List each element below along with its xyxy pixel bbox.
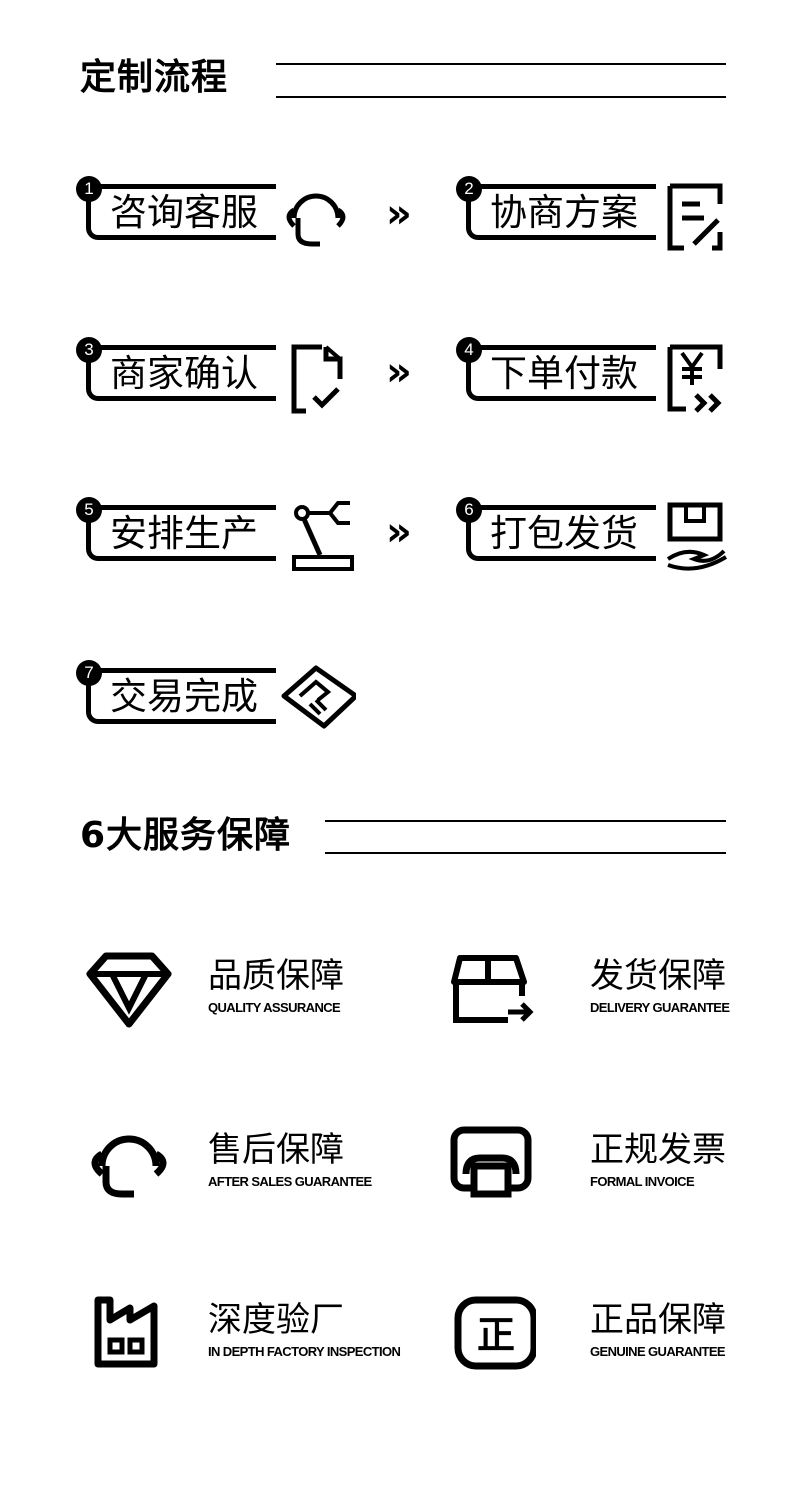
step-label: 下单付款	[490, 352, 638, 395]
document-edit-icon	[667, 183, 723, 251]
step-label: 咨询客服	[110, 191, 258, 234]
service-title: 正规发票	[590, 1130, 726, 1170]
service-quality: 品质保障 QUALITY ASSURANCE	[86, 952, 446, 1032]
box-arrow-icon	[451, 955, 534, 1023]
step-number-badge: 5	[76, 497, 102, 523]
service-factory-inspection: 深度验厂 IN DEPTH FACTORY INSPECTION	[86, 1296, 446, 1376]
service-after-sales: 售后保障 AFTER SALES GUARANTEE	[86, 1126, 446, 1206]
process-step-4: 4 下单付款	[456, 337, 746, 435]
title-rule-bottom	[325, 852, 726, 854]
process-section-title: 定制流程	[80, 57, 229, 98]
headset-icon	[91, 1135, 167, 1198]
service-title: 发货保障	[590, 956, 726, 996]
next-arrow: »	[386, 509, 412, 555]
step-label: 打包发货	[490, 512, 638, 555]
diamond-icon	[86, 952, 172, 1028]
factory-icon	[94, 1296, 158, 1368]
next-arrow: »	[386, 349, 412, 395]
service-subtitle: QUALITY ASSURANCE	[208, 1000, 341, 1015]
step-number-badge: 3	[76, 337, 102, 363]
service-invoice: 正规发票 FORMAL INVOICE	[450, 1126, 790, 1206]
step-number-badge: 7	[76, 660, 102, 686]
service-title: 深度验厂	[208, 1300, 344, 1340]
next-arrow: »	[386, 191, 412, 237]
service-subtitle: IN DEPTH FACTORY INSPECTION	[208, 1344, 401, 1359]
process-step-7: 7 交易完成	[76, 660, 366, 758]
step-number-badge: 6	[456, 497, 482, 523]
step-frame	[86, 184, 276, 240]
process-step-5: 5 安排生产	[76, 497, 366, 595]
service-genuine: 正 正品保障 GENUINE GUARANTEE	[450, 1296, 790, 1376]
service-subtitle: AFTER SALES GUARANTEE	[208, 1174, 372, 1189]
title-rule-top	[276, 63, 726, 65]
genuine-seal-icon: 正	[454, 1296, 536, 1370]
service-title: 售后保障	[208, 1130, 344, 1170]
service-delivery: 发货保障 DELIVERY GUARANTEE	[450, 952, 790, 1032]
printer-icon	[450, 1126, 532, 1198]
step-frame	[86, 345, 276, 401]
process-step-2: 2 协商方案	[456, 176, 746, 274]
step-frame	[466, 184, 656, 240]
headset-icon	[286, 193, 346, 247]
genuine-seal-char: 正	[477, 1313, 515, 1357]
process-step-1: 1 咨询客服	[76, 176, 366, 274]
service-title: 正品保障	[590, 1300, 726, 1340]
payment-yen-icon	[667, 344, 723, 413]
step-frame	[86, 505, 276, 561]
step-frame	[466, 505, 656, 561]
service-subtitle: DELIVERY GUARANTEE	[590, 1000, 730, 1015]
handshake-icon	[281, 665, 356, 729]
step-label: 交易完成	[110, 675, 258, 718]
title-rule-bottom	[276, 96, 726, 98]
process-step-3: 3 商家确认	[76, 337, 366, 435]
package-hand-icon	[666, 502, 728, 571]
title-rule-top	[325, 820, 726, 822]
step-label: 商家确认	[110, 352, 258, 395]
step-label: 安排生产	[110, 512, 258, 555]
service-title: 品质保障	[208, 956, 344, 996]
service-subtitle: FORMAL INVOICE	[590, 1174, 695, 1189]
document-check-icon	[291, 344, 343, 414]
step-number-badge: 4	[456, 337, 482, 363]
step-frame	[86, 668, 276, 724]
robot-arm-icon	[292, 501, 354, 571]
step-number-badge: 2	[456, 176, 482, 202]
step-frame	[466, 345, 656, 401]
services-section-title: 6大服务保障	[80, 815, 292, 856]
service-subtitle: GENUINE GUARANTEE	[590, 1344, 726, 1359]
process-step-6: 6 打包发货	[456, 497, 746, 595]
step-label: 协商方案	[490, 191, 638, 234]
step-number-badge: 1	[76, 176, 102, 202]
